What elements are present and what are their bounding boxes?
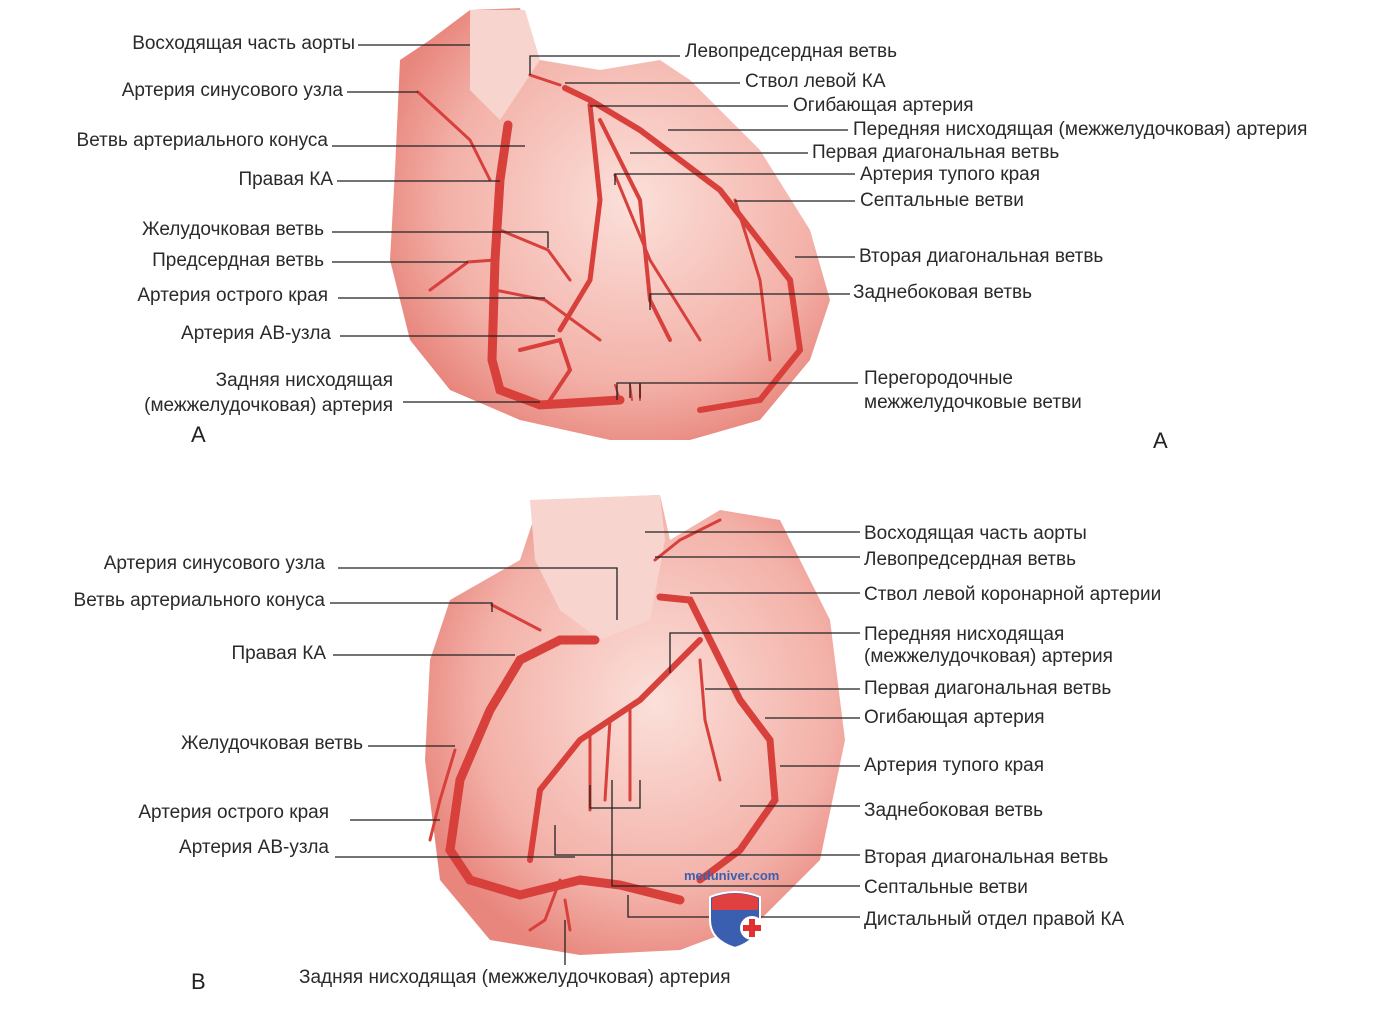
- label-ventricular-branch: Желудочковая ветвь: [142, 219, 324, 240]
- label-b-septal-branches: Септальные ветви: [864, 877, 1028, 898]
- label-acute-marginal: Артерия острого края: [137, 285, 328, 306]
- label-av-node-artery: Артерия АВ-узла: [181, 323, 331, 344]
- panel-letter-a: A: [191, 422, 206, 447]
- label-b-ventricular-branch: Желудочковая ветвь: [181, 733, 363, 754]
- label-b-left-atrial-branch: Левопредсердная ветвь: [864, 549, 1076, 570]
- label-b-lad-2: (межжелудочковая) артерия: [864, 646, 1113, 667]
- heart-b: [425, 495, 845, 955]
- panel-letter-a-right: A: [1153, 428, 1168, 453]
- label-first-diagonal: Первая диагональная ветвь: [812, 142, 1060, 163]
- label-b-sinus-node-artery: Артерия синусового узла: [103, 553, 325, 574]
- label-b-circumflex: Огибающая артерия: [864, 707, 1045, 728]
- label-left-main: Ствол левой КА: [745, 71, 886, 92]
- label-septal-branches: Септальные ветви: [860, 190, 1024, 211]
- label-sinus-node-artery: Артерия синусового узла: [121, 80, 343, 101]
- label-lad: Передняя нисходящая (межжелудочковая) ар…: [853, 119, 1308, 140]
- watermark-text: meduniver.com: [684, 868, 780, 883]
- label-b-second-diagonal: Вторая диагональная ветвь: [864, 847, 1109, 868]
- label-b-right-coronary: Правая КА: [231, 643, 326, 664]
- label-second-diagonal: Вторая диагональная ветвь: [859, 246, 1104, 267]
- label-conus-branch: Ветвь артериального конуса: [76, 130, 328, 151]
- label-atrial-branch: Предсердная ветвь: [152, 250, 324, 271]
- label-b-av-node-artery: Артерия АВ-узла: [179, 837, 329, 858]
- label-b-obtuse-marginal: Артерия тупого края: [864, 755, 1044, 776]
- label-left-atrial-branch: Левопредсердная ветвь: [685, 41, 897, 62]
- label-b-distal-rca: Дистальный отдел правой КА: [864, 909, 1125, 930]
- label-b-posterolateral: Заднебоковая ветвь: [864, 800, 1044, 821]
- label-b-lad-1: Передняя нисходящая: [864, 624, 1065, 645]
- label-b-conus-branch: Ветвь артериального конуса: [73, 590, 325, 611]
- label-posterior-descending-2: (межжелудочковая) артерия: [144, 395, 393, 416]
- label-b-posterior-descending: Задняя нисходящая (межжелудочковая) арте…: [299, 967, 731, 988]
- label-posterolateral: Заднебоковая ветвь: [853, 282, 1033, 303]
- label-septal-interventricular-1: Перегородочные: [864, 368, 1014, 389]
- heart-a: [390, 8, 830, 440]
- label-septal-interventricular-2: межжелудочковые ветви: [864, 392, 1082, 413]
- label-b-left-main: Ствол левой коронарной артерии: [864, 584, 1162, 605]
- label-circumflex: Огибающая артерия: [793, 95, 974, 116]
- leader-lines: [330, 44, 860, 965]
- label-b-acute-marginal: Артерия острого края: [138, 802, 329, 823]
- label-obtuse-marginal: Артерия тупого края: [860, 164, 1040, 185]
- label-b-ascending-aorta: Восходящая часть аорты: [864, 523, 1087, 544]
- label-ascending-aorta: Восходящая часть аорты: [132, 33, 355, 54]
- label-posterior-descending-1: Задняя нисходящая: [215, 370, 393, 391]
- meduniver-shield-logo: [709, 891, 764, 950]
- label-right-coronary: Правая КА: [238, 169, 333, 190]
- panel-letter-b: B: [191, 969, 206, 994]
- label-b-first-diagonal: Первая диагональная ветвь: [864, 678, 1112, 699]
